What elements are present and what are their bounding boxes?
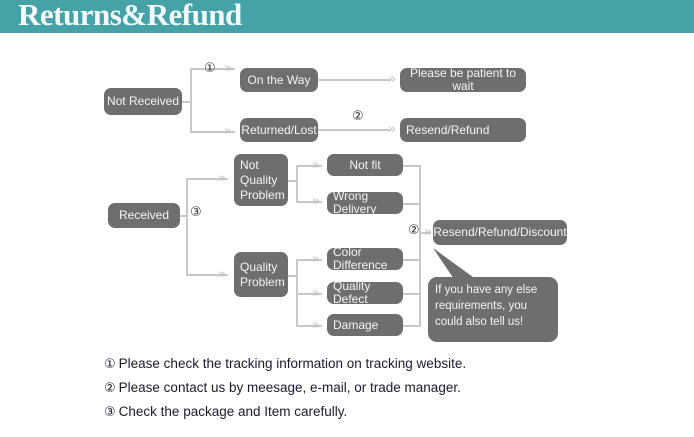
arrow-icon (312, 160, 323, 171)
page-title: Returns&Refund (18, 0, 242, 32)
header-banner: Returns&Refund (0, 0, 694, 33)
node-resend-refund-discount[interactable]: Resend/Refund/Discount (433, 220, 567, 245)
node-please-be-patient[interactable]: Please be patient to wait (400, 67, 526, 93)
node-not-received[interactable]: Not Received (104, 88, 182, 115)
connector-line (186, 274, 228, 276)
node-wrong-delivery[interactable]: Wrong Delivery (327, 190, 403, 216)
node-damage[interactable]: Damage (327, 314, 403, 336)
arrow-icon (218, 269, 229, 280)
arrow-icon (224, 63, 235, 74)
connector-line (318, 79, 390, 81)
arrow-icon (312, 254, 323, 265)
connector-line (288, 180, 298, 182)
note-marker: ③ (104, 405, 116, 420)
node-received[interactable]: Received (108, 203, 180, 228)
connector-line (296, 165, 322, 167)
node-resend-refund[interactable]: Resend/Refund (400, 118, 526, 142)
connector-line (296, 201, 322, 203)
connector-line (186, 178, 188, 276)
connector-line (403, 165, 421, 167)
marker-2-top: ② (352, 109, 364, 124)
arrow-icon (312, 196, 323, 207)
connector-line (296, 325, 322, 327)
note-text: Check the package and Item carefully. (118, 404, 348, 419)
arrow-icon (312, 320, 323, 331)
connector-line (296, 259, 322, 261)
note-text: Please check the tracking information on… (118, 356, 467, 371)
arrow-icon (218, 173, 229, 184)
connector-line (403, 325, 421, 327)
connector-line (186, 178, 228, 180)
connector-line (190, 68, 235, 70)
connector-line (296, 165, 298, 203)
arrow-icon (224, 126, 235, 137)
node-color-difference[interactable]: Color Difference (327, 246, 403, 272)
arrow-icon (388, 124, 399, 135)
node-quality-defect[interactable]: Quality Defect (327, 280, 403, 306)
callout-bubble: If you have any else requirements, you c… (428, 277, 558, 342)
connector-line (182, 101, 192, 103)
node-on-the-way[interactable]: On the Way (240, 68, 318, 92)
connector-line (403, 259, 421, 261)
connector-line (288, 275, 298, 277)
connector-line (403, 293, 421, 295)
marker-1: ① (204, 61, 216, 76)
connector-line (403, 203, 421, 205)
note-text: Please contact us by meesage, e-mail, or… (118, 380, 461, 395)
node-returned-lost[interactable]: Returned/Lost (240, 118, 318, 142)
note-marker: ② (104, 381, 116, 396)
connector-line (296, 293, 322, 295)
note-marker: ① (104, 357, 116, 372)
connector-line (419, 165, 421, 326)
node-not-quality-problem[interactable]: Not Quality Problem (234, 154, 288, 206)
connector-line (318, 129, 390, 131)
marker-2-bottom: ② (408, 223, 420, 238)
marker-3: ③ (190, 205, 202, 220)
connector-line (180, 215, 188, 217)
node-not-fit[interactable]: Not fit (327, 154, 403, 176)
node-quality-problem[interactable]: Quality Problem (234, 252, 288, 297)
connector-line (190, 131, 235, 133)
arrow-icon (312, 288, 323, 299)
arrow-icon (388, 74, 399, 85)
connector-line (190, 68, 192, 133)
